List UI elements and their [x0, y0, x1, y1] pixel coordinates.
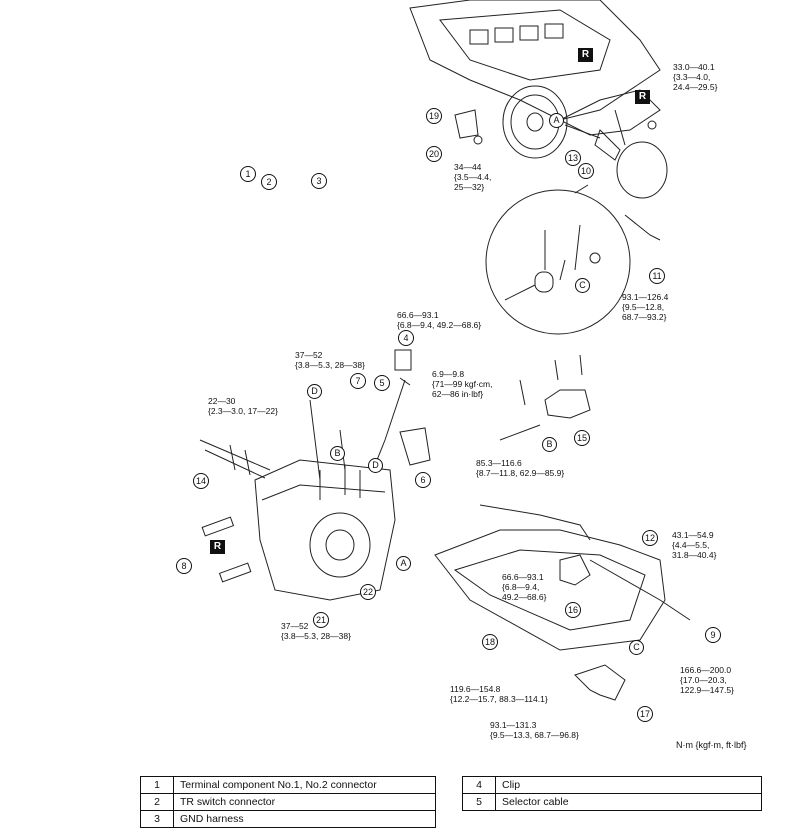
- callout-8: 8: [176, 558, 192, 574]
- bolt-20-drawing: [473, 135, 483, 145]
- callout-14: 14: [193, 473, 209, 489]
- exploded-view-illustration: [199, 0, 691, 701]
- marker-b: B: [542, 437, 557, 452]
- torque-spec: 34—44 {3.5—4.4, 25—32}: [454, 162, 492, 192]
- torque-spec: 37—52 {3.8—5.3, 28—38}: [295, 350, 365, 370]
- callout-18: 18: [482, 634, 498, 650]
- legend-number: 4: [462, 776, 496, 794]
- callout-5: 5: [374, 375, 390, 391]
- units-note: N·m {kgf·m, ft·lbf}: [676, 740, 747, 750]
- marker-c: C: [575, 278, 590, 293]
- knuckle-drawing: [614, 109, 668, 241]
- clip-4-drawing: [394, 349, 412, 371]
- callout-3: 3: [311, 173, 327, 189]
- mount-15-drawing: [499, 354, 591, 441]
- legend-number: 2: [140, 793, 174, 811]
- callout-4: 4: [398, 330, 414, 346]
- callout-16: 16: [565, 602, 581, 618]
- callout-15: 15: [574, 430, 590, 446]
- callout-21: 21: [313, 612, 329, 628]
- legend-label: Terminal component No.1, No.2 connector: [173, 776, 436, 794]
- torque-spec: 166.6—200.0 {17.0—20.3, 122.9—147.5}: [680, 665, 734, 695]
- callout-22: 22: [360, 584, 376, 600]
- legend-number: 5: [462, 793, 496, 811]
- torque-spec: 43.1—54.9 {4.4—5.5, 31.8—40.4}: [672, 530, 717, 560]
- torque-spec: 37—52 {3.8—5.3, 28—38}: [281, 621, 351, 641]
- mount-16-drawing: [559, 554, 591, 586]
- legend-label: GND harness: [173, 810, 436, 828]
- callout-2: 2: [261, 174, 277, 190]
- replace-badge: R: [210, 540, 225, 554]
- legend-number: 3: [140, 810, 174, 828]
- torque-spec: 66.6—93.1 {6.8—9.4, 49.2—68.6}: [397, 310, 482, 330]
- replace-badge: R: [578, 48, 593, 62]
- bracket-6-drawing: [399, 427, 431, 466]
- callout-6: 6: [415, 472, 431, 488]
- replace-badge: R: [635, 90, 650, 104]
- driveshaft-14-drawing: [199, 439, 271, 479]
- torque-spec: 6.9—9.8 {71—99 kgf·cm, 62—86 in·lbf}: [432, 369, 493, 399]
- callout-1: 1: [240, 166, 256, 182]
- torque-spec: 22—30 {2.3—3.0, 17—22}: [208, 396, 278, 416]
- detail-zoom-circle: [485, 184, 631, 335]
- callout-7: 7: [350, 373, 366, 389]
- pin-8-upper: [201, 516, 235, 537]
- marker-c: C: [629, 640, 644, 655]
- shaft-13-drawing: [564, 124, 621, 161]
- torque-spec: 119.6—154.8 {12.2—15.7, 88.3—114.1}: [450, 684, 548, 704]
- callout-17: 17: [637, 706, 653, 722]
- legend-label: Clip: [495, 776, 762, 794]
- callout-19: 19: [426, 108, 442, 124]
- marker-a: A: [549, 113, 564, 128]
- callout-13: 13: [565, 150, 581, 166]
- torque-spec: 93.1—126.4 {9.5—12.8, 68.7—93.2}: [622, 292, 669, 322]
- pin-8-lower: [218, 562, 252, 583]
- torque-spec: 93.1—131.3 {9.5—13.3, 68.7—96.8}: [490, 720, 579, 740]
- legend-label: Selector cable: [495, 793, 762, 811]
- callout-10: 10: [578, 163, 594, 179]
- subframe-drawing: [434, 504, 691, 651]
- marker-d: D: [368, 458, 383, 473]
- bracket-19-drawing: [454, 109, 479, 139]
- callout-11: 11: [649, 268, 665, 284]
- legend-label: TR switch connector: [173, 793, 436, 811]
- transaxle-drawing: [254, 399, 396, 601]
- marker-a: A: [396, 556, 411, 571]
- bracket-17-drawing: [574, 664, 626, 701]
- marker-d: D: [307, 384, 322, 399]
- marker-b: B: [330, 446, 345, 461]
- selector-cable-drawing: [374, 377, 411, 466]
- callout-9: 9: [705, 627, 721, 643]
- torque-spec: 33.0—40.1 {3.3—4.0, 24.4—29.5}: [673, 62, 718, 92]
- engine-block-drawing: [409, 0, 661, 136]
- callout-20: 20: [426, 146, 442, 162]
- callout-12: 12: [642, 530, 658, 546]
- torque-spec: 85.3—116.6 {8.7—11.8, 62.9—85.9}: [476, 458, 565, 478]
- torque-spec: 66.6—93.1 {6.8—9.4, 49.2—68.6}: [502, 572, 547, 602]
- legend-number: 1: [140, 776, 174, 794]
